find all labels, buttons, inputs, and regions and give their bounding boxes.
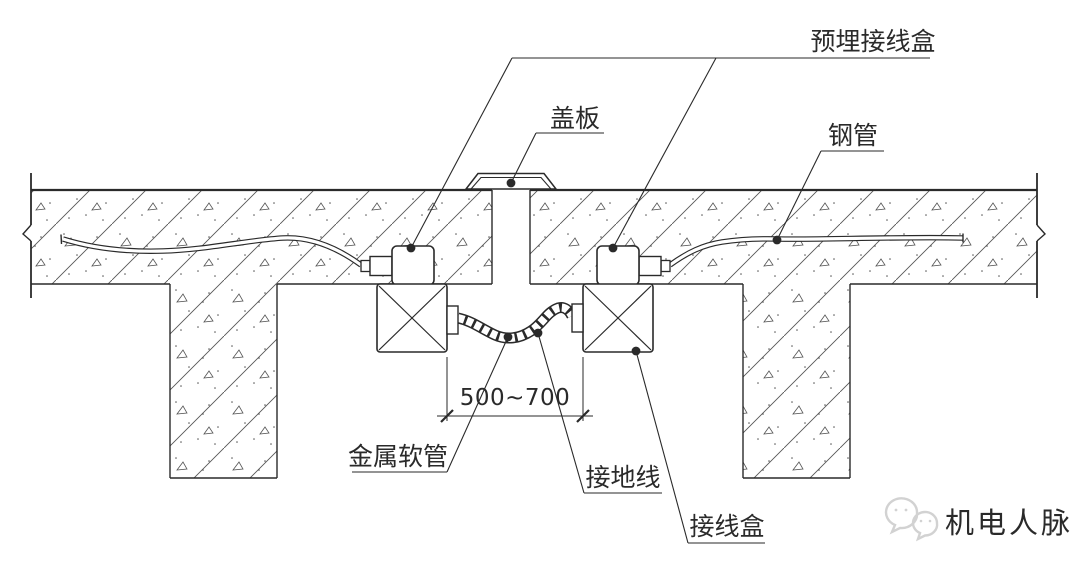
callout-steel-pipe: 钢管 (772, 121, 884, 245)
steel-pipe-left (60, 234, 363, 268)
callout-flexible-conduit: 金属软管 (348, 332, 513, 473)
pipe-connector-right (638, 255, 662, 277)
pipe-connector-left (369, 255, 393, 277)
embedded-junction-box-left (360, 245, 435, 286)
break-mark-right (1036, 173, 1046, 298)
dimension-tick-left (440, 409, 454, 423)
conduit-end-fitting-left (446, 305, 459, 335)
watermark-text: 机电人脉 (945, 506, 1073, 540)
wechat-icon (884, 497, 939, 542)
leader-dot (506, 178, 516, 188)
label-junction-box: 接线盒 (689, 512, 764, 541)
dimension-tick-right (576, 409, 590, 423)
leader-dot (533, 328, 543, 338)
junction-box-left (376, 283, 448, 353)
leader-dot (406, 243, 416, 253)
junction-box-right (582, 283, 654, 353)
dimension-text: 500~700 (460, 385, 571, 411)
watermark: 机电人脉 (884, 497, 1073, 542)
label-ground-wire: 接地线 (585, 463, 660, 492)
leader-dot (503, 332, 513, 342)
label-cover-plate: 盖板 (550, 104, 600, 133)
flexible-metal-conduit (446, 302, 584, 344)
leader-dot (608, 243, 618, 253)
callout-cover-plate: 盖板 (506, 104, 604, 188)
conduit-end-fitting-right (571, 303, 584, 333)
label-steel-pipe: 钢管 (828, 121, 878, 150)
label-embedded-junction-box: 预埋接线盒 (810, 27, 935, 56)
pipe-fitting-left (360, 259, 371, 273)
dimension-500-700: 500~700 (437, 357, 593, 423)
steel-pipe-right (668, 233, 964, 268)
label-flexible-conduit: 金属软管 (348, 442, 448, 471)
leader-dot (631, 346, 641, 356)
callout-ground-wire: 接地线 (533, 328, 662, 494)
break-mark-left (22, 173, 32, 298)
embedded-junction-box-right (596, 245, 671, 286)
pipe-fitting-right (660, 259, 671, 273)
leader-dot (772, 235, 782, 245)
callout-embedded-junction-box: 预埋接线盒 (406, 27, 936, 253)
callout-junction-box: 接线盒 (631, 346, 765, 544)
